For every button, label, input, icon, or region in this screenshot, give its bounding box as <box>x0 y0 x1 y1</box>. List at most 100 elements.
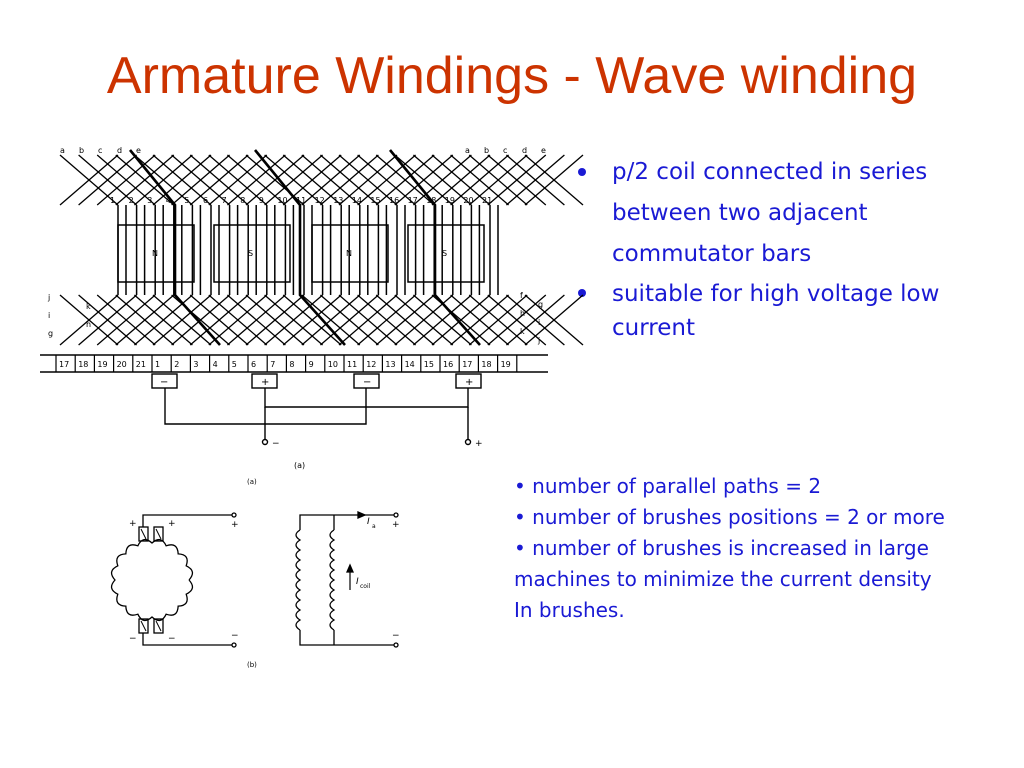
end-connection <box>208 154 268 206</box>
commutator-bar-number: 14 <box>405 360 415 369</box>
commutator-bar-number: 6 <box>251 360 256 369</box>
edge-letter: b <box>484 146 489 155</box>
pole-label: S <box>442 249 447 258</box>
coil-right-inductor <box>329 529 336 631</box>
end-connection <box>505 154 565 206</box>
end-connection <box>487 154 547 206</box>
slot-number: 4 <box>166 196 171 205</box>
slot-number: 1 <box>110 196 115 205</box>
caption-b: (b) <box>247 661 257 669</box>
plus-sign: + <box>231 520 239 530</box>
bullet-list-top: p/2 coil connected in series between two… <box>578 152 1008 345</box>
end-connection <box>226 294 286 346</box>
end-connection <box>487 294 547 346</box>
magnetic-pole-box <box>407 224 485 283</box>
commutator-bar-number: 18 <box>78 360 88 369</box>
commutator-bar-number: 9 <box>309 360 314 369</box>
end-connection <box>468 294 528 346</box>
end-connection <box>412 154 472 206</box>
commutator-bar-number: 8 <box>289 360 294 369</box>
end-connection <box>208 294 268 346</box>
end-connection <box>133 154 193 206</box>
slot-number: 13 <box>333 196 343 205</box>
magnetic-pole-box <box>117 224 195 283</box>
end-connection <box>357 294 417 346</box>
end-connection <box>524 154 584 206</box>
diagram-b <box>110 511 399 648</box>
brush-sign: − <box>160 377 168 388</box>
edge-letter: f <box>520 291 523 300</box>
end-connection <box>282 294 342 346</box>
magnetic-pole-box <box>213 224 291 283</box>
bullet-item: suitable for high voltage low current <box>578 277 1008 345</box>
end-connection <box>319 294 379 346</box>
armature-current-label: I <box>367 517 370 527</box>
highlighted-wave-path <box>388 149 481 346</box>
bullet-line: machines to minimize the current density <box>514 567 932 591</box>
slot-number: 19 <box>445 196 455 205</box>
end-connection <box>115 154 175 206</box>
commutator-bar-number: 21 <box>136 360 146 369</box>
commutator-bar-number: 11 <box>347 360 357 369</box>
end-connection <box>394 154 454 206</box>
edge-letter: i <box>538 318 540 327</box>
end-connection <box>96 154 156 206</box>
end-connection <box>189 294 249 346</box>
pole-label: N <box>346 249 352 258</box>
plus-sign: + <box>392 520 400 530</box>
magnetic-pole-box <box>311 224 389 283</box>
edge-letter: g <box>48 329 53 338</box>
commutator-bar-number: 10 <box>328 360 338 369</box>
plus-sign: + <box>129 519 137 529</box>
coil-current-subscript: coil <box>360 583 371 590</box>
slide-title: Armature Windings - Wave winding <box>106 47 918 105</box>
end-connection <box>412 294 472 346</box>
end-connection <box>450 154 510 206</box>
slot-number: 17 <box>408 196 418 205</box>
bullet-line: • number of brushes is increased in larg… <box>514 536 929 560</box>
end-connection <box>450 294 510 346</box>
slot-number: 18 <box>426 196 436 205</box>
caption-a-small: (a) <box>247 478 257 486</box>
commutator-bar-number: 4 <box>213 360 218 369</box>
armature-winding-circle <box>110 538 194 622</box>
bullet-line: In brushes. <box>514 598 625 622</box>
end-connection <box>357 154 417 206</box>
slot-number: 10 <box>277 196 287 205</box>
commutator-bar-number: 2 <box>174 360 179 369</box>
end-connection <box>431 294 491 346</box>
commutator-bar-number: 19 <box>97 360 107 369</box>
bullet-line: • number of brushes positions = 2 or mor… <box>514 505 945 529</box>
end-connection <box>338 294 398 346</box>
slot-number: 21 <box>482 196 492 205</box>
commutator-bar-number: 13 <box>385 360 395 369</box>
minus-sign: − <box>168 634 176 644</box>
end-connection <box>431 154 491 206</box>
end-connection <box>319 154 379 206</box>
slot-number: 15 <box>370 196 380 205</box>
edge-letter: a <box>465 146 470 155</box>
end-connection <box>375 294 435 346</box>
edge-letter: d <box>117 146 122 155</box>
end-connection <box>152 294 212 346</box>
brush-connections <box>151 373 482 446</box>
end-connection <box>264 154 324 206</box>
edge-letter: j <box>47 293 50 302</box>
slot-number: 8 <box>240 196 245 205</box>
caption-a: (a) <box>294 461 305 470</box>
commutator-bar-number: 5 <box>232 360 237 369</box>
coil-slot-lines <box>117 205 499 295</box>
edge-letter: e <box>136 146 141 155</box>
highlighted-wave-path <box>253 149 346 346</box>
end-connection <box>189 154 249 206</box>
slot-number: 16 <box>389 196 399 205</box>
edge-letter: c <box>503 146 507 155</box>
commutator-bar-number: 15 <box>424 360 434 369</box>
terminal-plus-label: + <box>475 439 483 449</box>
brush-sign: + <box>261 377 269 388</box>
slot-number: 5 <box>184 196 189 205</box>
end-connection <box>152 154 212 206</box>
